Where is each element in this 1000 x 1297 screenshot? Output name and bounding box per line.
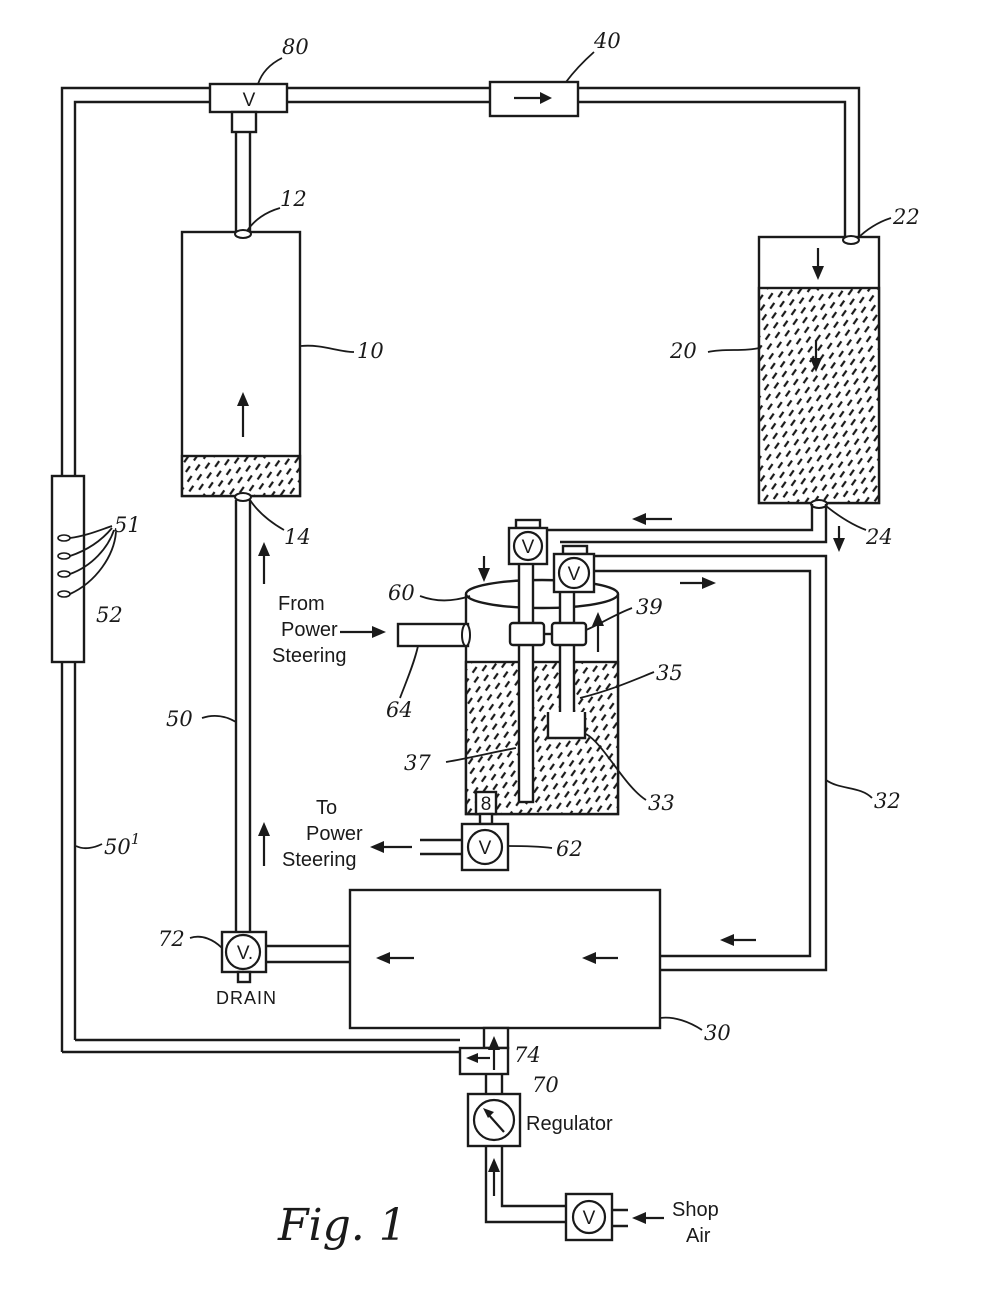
valve-62: 8 V [370,790,510,872]
shop-air-valve: V [564,1192,664,1242]
pipe-top-loop [60,86,861,480]
label-40: 40 [593,29,621,53]
label-52: 52 [96,603,123,627]
label-12: 12 [280,187,307,211]
unit-30 [348,888,662,1030]
label-64: 64 [386,698,413,722]
label-10: 10 [357,339,384,363]
label-74: 74 [514,1043,541,1067]
text-regulator: Regulator [526,1113,613,1135]
label-22: 22 [892,205,920,229]
label-60: 60 [388,581,415,605]
pipe-50-prime [60,660,460,1054]
diagram-text: 50 [104,835,131,859]
sight-glass-52 [50,474,117,664]
valve-top-1: V [507,518,549,566]
inlet-64 [340,622,471,648]
tubes-37-33 [508,546,604,804]
pipe-80-to-10 [234,132,252,232]
pipe-32 [594,554,828,972]
text-shop-1: Shop [672,1199,719,1221]
label-72: 72 [158,927,185,951]
pipe-50 [234,500,270,932]
flow-meter-40 [488,80,580,118]
text-from-1: From [278,593,325,615]
reservoir-60 [464,556,620,816]
label-30: 30 [704,1021,731,1045]
text-to-2: Power [306,823,363,845]
diagram-text: V [479,838,492,859]
valve-top-2: V [552,544,596,594]
label-51: 51 [114,513,141,537]
tank-20 [757,235,881,509]
label-70: 70 [532,1073,559,1097]
label-62: 62 [556,837,583,861]
regulator-70 [466,1092,522,1148]
text-to-3: Steering [282,849,357,871]
label-32: 32 [874,789,901,813]
text-from-2: Power [281,619,338,641]
diagram-text: V [243,90,256,111]
text-from-3: Steering [272,645,347,667]
shop-air-line [484,1146,566,1224]
figure-caption: Fig. 1 [277,1200,407,1251]
label-80: 80 [282,35,309,59]
label-50: 50 [166,707,193,731]
text-to-1: To [316,797,337,819]
svg-text:8: 8 [481,794,492,815]
diagram-text: V. [237,943,253,964]
label-50-prime: 501 [104,830,140,859]
label-35: 35 [656,661,683,685]
valve-72: V. [220,930,350,984]
tee-valve-80: V [208,82,289,134]
text-drain: DRAIN [216,988,277,1008]
pipe-20-to-60 [537,504,845,552]
text-shop-2: Air [686,1225,711,1247]
label-20: 20 [669,339,697,363]
diagram-text: V [522,537,535,558]
label-24: 24 [865,525,893,549]
diagram-text: 1 [131,830,141,848]
label-33: 33 [648,791,675,815]
label-37: 37 [404,751,431,775]
label-39: 39 [636,595,663,619]
tank-10 [180,229,302,502]
diagram-text: V [583,1208,596,1229]
diagram-text: V [568,564,581,585]
label-14: 14 [284,525,311,549]
tee-74 [458,1026,510,1094]
